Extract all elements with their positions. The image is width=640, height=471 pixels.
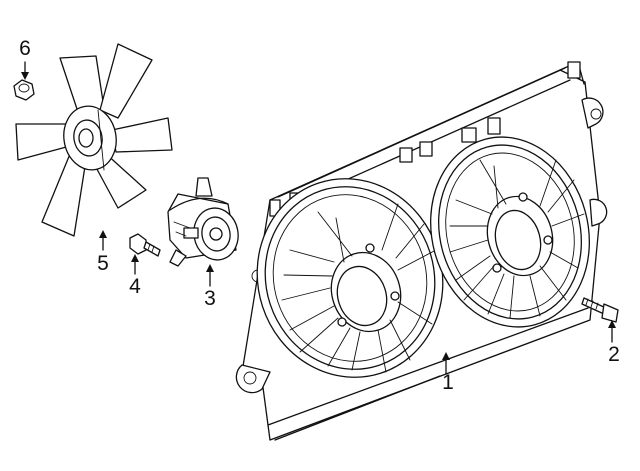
callout-1: 1	[442, 371, 454, 394]
callout-6: 6	[19, 37, 31, 60]
callout-4: 4	[129, 275, 141, 298]
leader-lines	[21, 61, 616, 375]
fan-blade	[15, 43, 173, 237]
fan-motor	[167, 177, 239, 267]
bolt-part-4	[129, 233, 161, 257]
nut-part-6	[13, 79, 35, 101]
callout-3: 3	[204, 287, 216, 310]
bolt-part-2	[581, 297, 619, 323]
fan-shroud	[235, 61, 608, 441]
callout-5: 5	[97, 252, 109, 275]
callout-2: 2	[608, 343, 620, 366]
